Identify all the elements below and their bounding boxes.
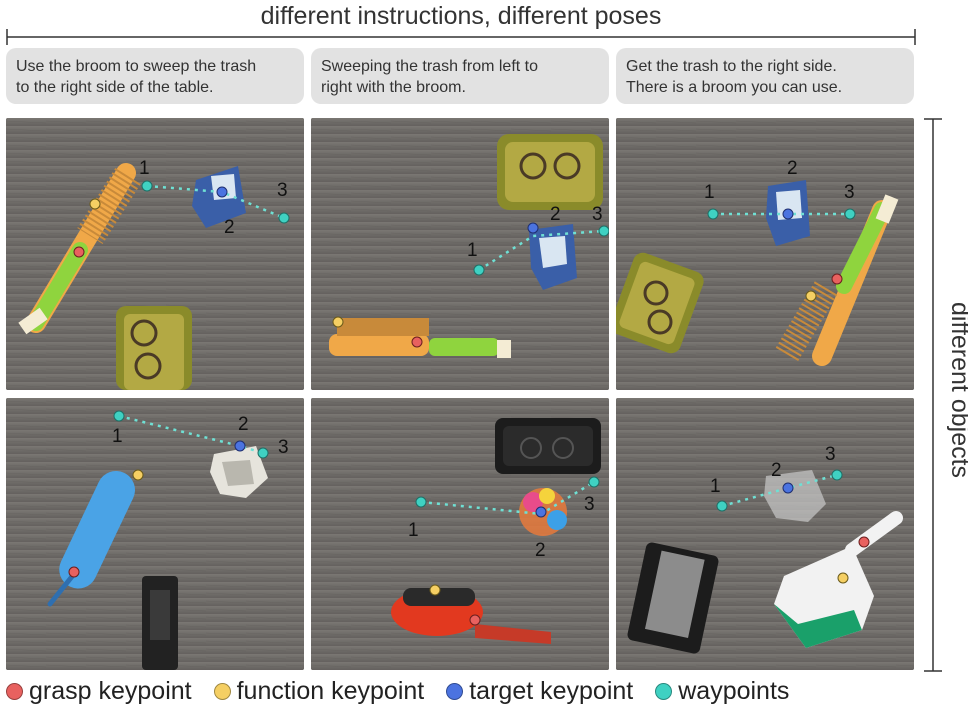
instruction-3-line-1: Get the trash to the right side. bbox=[626, 58, 837, 75]
dark-case-object bbox=[142, 576, 178, 670]
panel-r1c3: 1 2 3 bbox=[616, 118, 914, 390]
grasp-dot-icon bbox=[6, 682, 23, 700]
legend-item-waypoints: waypoints bbox=[655, 677, 789, 706]
function-keypoint-marker bbox=[429, 584, 441, 596]
waypoint-3-marker bbox=[598, 225, 609, 237]
vertical-bracket bbox=[924, 118, 942, 672]
function-keypoint-marker bbox=[89, 198, 101, 210]
grasp-keypoint-marker bbox=[858, 536, 870, 548]
legend: grasp keypoint function keypoint target … bbox=[6, 674, 966, 708]
panel-r1c1: 1 2 3 bbox=[6, 118, 304, 390]
instruction-3: Get the trash to the right side. There i… bbox=[616, 48, 914, 104]
waypoint-label-3: 3 bbox=[825, 444, 836, 465]
broom-object bbox=[774, 194, 899, 366]
plastic-bag-object bbox=[764, 470, 826, 522]
waypoint-label-3: 3 bbox=[844, 182, 855, 203]
function-keypoint-marker bbox=[132, 469, 144, 481]
target-keypoint-marker bbox=[216, 186, 228, 198]
grasp-keypoint-marker bbox=[68, 566, 80, 578]
waypoint-3-marker bbox=[588, 476, 600, 488]
legend-label-grasp: grasp keypoint bbox=[29, 676, 192, 705]
waypoint-3-marker bbox=[278, 212, 290, 224]
waypoint-label-1: 1 bbox=[710, 476, 721, 497]
instruction-2-line-2: right with the broom. bbox=[321, 79, 466, 96]
waypoint-label-1: 1 bbox=[704, 182, 715, 203]
target-dot-icon bbox=[446, 682, 464, 700]
waypoint-label-2: 2 bbox=[787, 158, 798, 179]
waypoint-label-1: 1 bbox=[112, 426, 123, 447]
target-keypoint-marker bbox=[535, 506, 547, 518]
waypoint-3-marker bbox=[257, 447, 269, 459]
waypoint-label-3: 3 bbox=[277, 180, 288, 201]
grasp-keypoint-marker bbox=[73, 246, 85, 258]
legend-item-target: target keypoint bbox=[446, 677, 633, 706]
instruction-2: Sweeping the trash from left to right wi… bbox=[311, 48, 609, 104]
target-keypoint-marker bbox=[782, 208, 794, 220]
waypoint-1-marker bbox=[473, 264, 485, 276]
side-label: different objects bbox=[946, 301, 968, 479]
grasp-keypoint-marker bbox=[469, 614, 481, 626]
function-keypoint-marker bbox=[837, 572, 849, 584]
instruction-1-line-1: Use the broom to sweep the trash bbox=[16, 58, 257, 75]
grasp-keypoint-marker bbox=[411, 336, 423, 348]
snack-wrapper-object bbox=[529, 224, 577, 290]
waypoint-label-1: 1 bbox=[408, 520, 419, 541]
panel-r1c2: 1 2 3 bbox=[311, 118, 609, 390]
waypoint-path bbox=[146, 184, 285, 220]
waypoint-1-marker bbox=[113, 410, 125, 422]
waypoint-path bbox=[118, 414, 264, 455]
waypoint-label-3: 3 bbox=[278, 437, 289, 458]
legend-label-target: target keypoint bbox=[469, 676, 634, 705]
header-title: different instructions, different poses bbox=[260, 2, 662, 30]
instruction-1: Use the broom to sweep the trash to the … bbox=[6, 48, 304, 104]
phone-case-object bbox=[627, 542, 719, 654]
crumpled-paper-object bbox=[210, 446, 268, 498]
waypoint-label-2: 2 bbox=[771, 460, 782, 481]
waypoint-dot-icon bbox=[655, 682, 673, 700]
waypoint-3-marker bbox=[831, 469, 843, 481]
waypoint-3-marker bbox=[844, 208, 856, 220]
glasses-case-object bbox=[497, 134, 603, 210]
waypoint-1-marker bbox=[707, 208, 719, 220]
function-dot-icon bbox=[213, 682, 231, 700]
target-keypoint-marker bbox=[527, 222, 539, 234]
function-keypoint-marker bbox=[805, 290, 817, 302]
instruction-3-line-2: There is a broom you can use. bbox=[626, 79, 843, 96]
waypoint-1-marker bbox=[141, 180, 153, 192]
feather-duster-object bbox=[47, 471, 135, 607]
glasses-case-object bbox=[495, 418, 601, 474]
grasp-keypoint-marker bbox=[831, 273, 843, 285]
horizontal-bracket bbox=[6, 29, 916, 45]
waypoint-1-marker bbox=[716, 500, 728, 512]
panel-r2c1: 1 2 3 bbox=[6, 398, 304, 670]
waypoint-label-1: 1 bbox=[467, 240, 478, 261]
instruction-1-line-2: to the right side of the table. bbox=[16, 79, 214, 96]
waypoint-label-2: 2 bbox=[238, 414, 249, 435]
target-keypoint-marker bbox=[782, 482, 794, 494]
instruction-2-line-1: Sweeping the trash from left to bbox=[321, 58, 538, 75]
waypoint-label-1: 1 bbox=[139, 158, 150, 179]
waypoint-1-marker bbox=[415, 496, 427, 508]
legend-item-grasp: grasp keypoint bbox=[6, 677, 192, 706]
glasses-case-object bbox=[616, 252, 704, 354]
waypoint-label-2: 2 bbox=[550, 204, 561, 225]
waypoint-label-2: 2 bbox=[535, 540, 546, 561]
legend-item-function: function keypoint bbox=[213, 676, 425, 706]
legend-label-function: function keypoint bbox=[236, 676, 425, 705]
function-keypoint-marker bbox=[332, 316, 344, 328]
target-keypoint-marker bbox=[234, 440, 246, 452]
waypoint-label-3: 3 bbox=[584, 494, 595, 515]
scrub-brush-object bbox=[391, 588, 551, 644]
waypoint-label-2: 2 bbox=[224, 217, 235, 238]
broom-object bbox=[329, 318, 511, 358]
glasses-case-object bbox=[116, 306, 192, 390]
panel-r2c2: 1 2 3 bbox=[311, 398, 609, 670]
panel-r2c3: 1 2 3 bbox=[616, 398, 914, 670]
waypoint-label-3: 3 bbox=[592, 204, 603, 225]
legend-label-waypoints: waypoints bbox=[678, 676, 790, 705]
